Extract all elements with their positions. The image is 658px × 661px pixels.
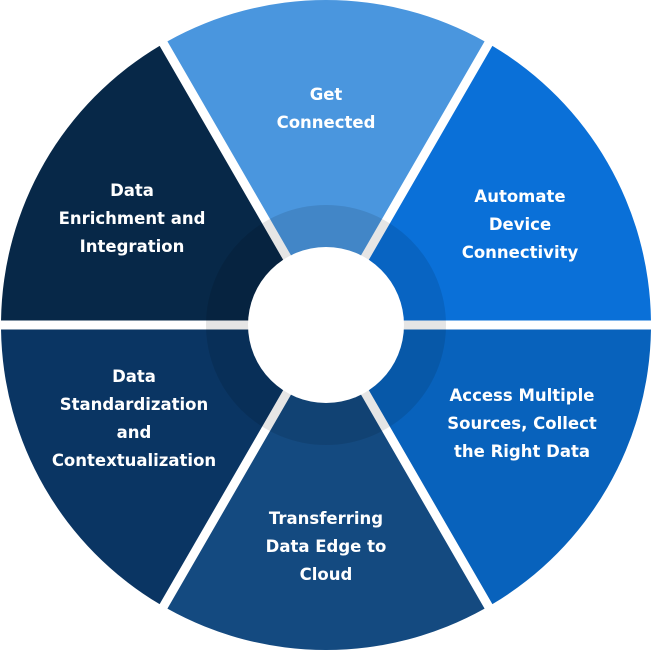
segment-label-line: Integration	[80, 237, 185, 256]
segment-1	[167, 0, 485, 316]
segment-label-line: Sources, Collect	[447, 414, 597, 433]
segment-label-line: Data Edge to	[266, 537, 387, 556]
segment-label-line: the Right Data	[454, 442, 590, 461]
segment-label-line: Connected	[277, 113, 376, 132]
segment-label-line: Automate	[474, 187, 565, 206]
segment-label-line: Device	[489, 215, 551, 234]
segment-4	[167, 334, 485, 650]
segment-label-line: Transferring	[269, 509, 383, 528]
segment-label-line: Enrichment and	[59, 209, 206, 228]
segment-6	[1, 45, 319, 321]
segment-label-line: Access Multiple	[450, 386, 595, 405]
segment-3	[333, 329, 651, 605]
segment-label-line: and	[117, 423, 152, 442]
segment-label-line: Get	[310, 85, 343, 104]
segment-5	[1, 329, 319, 605]
segment-label-line: Standardization	[60, 395, 209, 414]
segment-2	[333, 45, 651, 321]
segment-label-line: Cloud	[300, 565, 353, 584]
segment-label-line: Connectivity	[462, 243, 579, 262]
center-hole	[248, 247, 404, 403]
segment-label-line: Data	[112, 367, 156, 386]
segment-label-line: Data	[110, 181, 154, 200]
segment-label-line: Contextualization	[52, 451, 216, 470]
